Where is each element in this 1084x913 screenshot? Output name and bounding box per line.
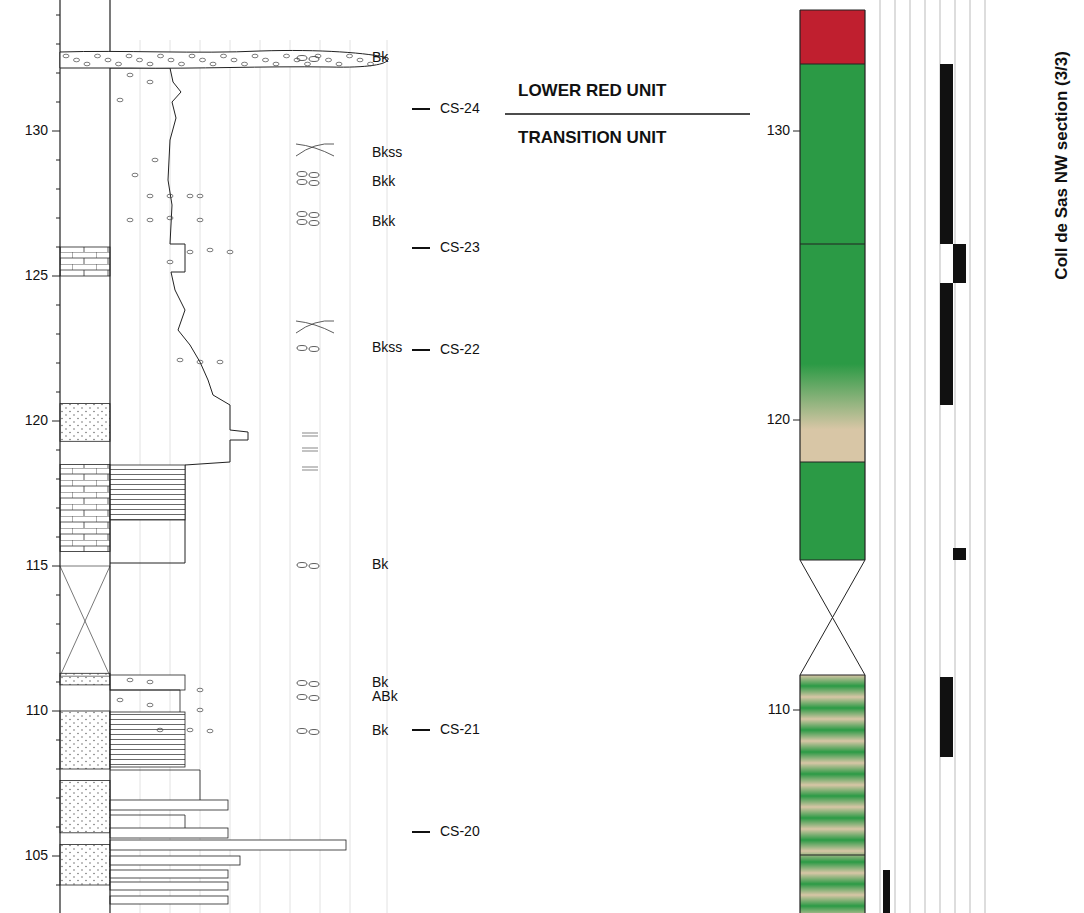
horizon-label: Bk [372, 557, 388, 572]
depth-number: 120 [767, 412, 790, 427]
horizon-label: Bkk [372, 174, 395, 189]
sample-label: CS-20 [440, 824, 480, 839]
horizon-label: ABk [372, 689, 398, 704]
horizon-label: Bkss [372, 340, 402, 355]
sample-label: CS-24 [440, 101, 480, 116]
depth-number: 115 [26, 558, 48, 573]
horizon-label: Bk [372, 50, 388, 65]
depth-number: 110 [768, 702, 790, 717]
colour-column [793, 0, 985, 913]
sample-label: CS-23 [440, 240, 480, 255]
depth-number: 130 [25, 123, 48, 138]
depth-number: 105 [25, 848, 48, 863]
sample-label: CS-21 [440, 722, 480, 737]
unit-label: LOWER RED UNIT [518, 82, 666, 101]
depth-number: 110 [26, 703, 48, 718]
horizon-label: Bkss [372, 145, 402, 160]
depth-number: 130 [767, 123, 790, 138]
sample-label: CS-22 [440, 342, 480, 357]
left-log [52, 0, 750, 913]
section-title: Coll de Sas NW section (3/3) [1053, 51, 1072, 280]
horizon-label: Bk [372, 723, 388, 738]
depth-number: 120 [25, 413, 48, 428]
horizon-label: Bkk [372, 214, 395, 229]
unit-label: TRANSITION UNIT [518, 129, 666, 148]
depth-number: 125 [25, 268, 48, 283]
